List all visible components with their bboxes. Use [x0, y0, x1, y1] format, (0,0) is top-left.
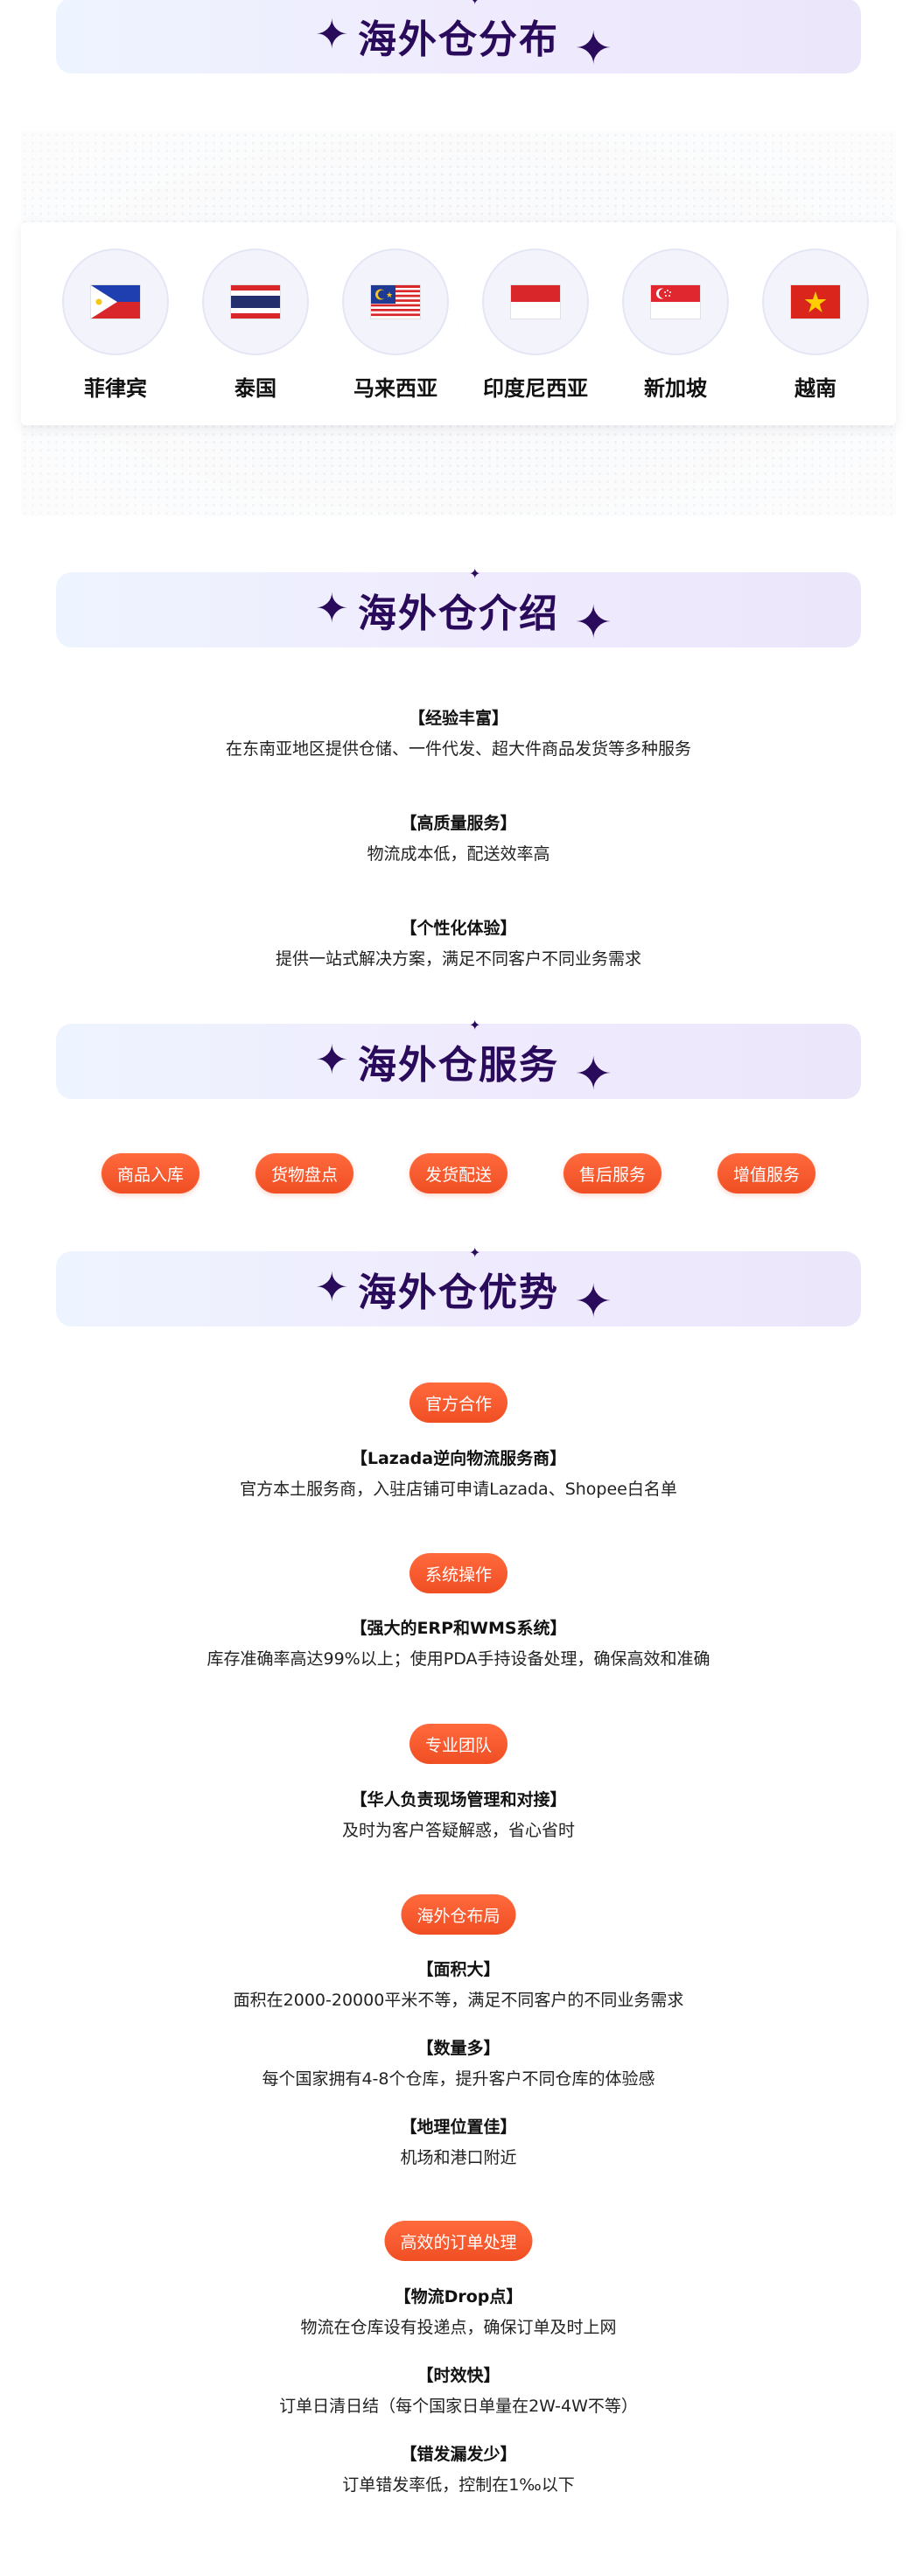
advantage-heading: 【强大的ERP和WMS系统】 [350, 1619, 567, 1638]
advantage-item: 【华人负责现场管理和对接】 及时为客户答疑解惑，省心省时 [0, 1787, 917, 1841]
country-name: 印度尼西亚 [483, 376, 588, 401]
section-title: 海外仓介绍 [358, 592, 559, 636]
distribution-banner: ✦ ✦ 海外仓分布 ✦ [56, 0, 861, 74]
intro-item: 【经验丰富】 在东南亚地区提供仓储、一件代发、超大件商品发货等多种服务 [0, 705, 917, 760]
advantage-heading: 【物流Drop点】 [394, 2287, 523, 2306]
sparkle-icon: ✦ [574, 23, 612, 75]
service-banner: ✦ ✦ 海外仓服务 ✦ [56, 1018, 861, 1101]
advantage-text: 及时为客户答疑解惑，省心省时 [341, 1821, 575, 1840]
sparkle-icon: ✦ [574, 597, 612, 649]
country-name: 新加坡 [644, 376, 707, 401]
sparkle-icon: ✦ [574, 1048, 612, 1101]
advantage-text: 库存准确率高达99%以上；使用PDA手持设备处理，确保高效和准确 [206, 1649, 710, 1669]
intro-text: 在东南亚地区提供仓储、一件代发、超大件商品发货等多种服务 [225, 739, 691, 759]
philippines-flag-icon [91, 285, 140, 318]
section-title: 海外仓分布 [358, 18, 559, 62]
sparkle-icon: ✦ [315, 1264, 349, 1311]
advantage-tag: 高效的订单处理 [384, 2221, 533, 2261]
intro-text: 提供一站式解决方案，满足不同客户不同业务需求 [275, 949, 641, 969]
country-name: 泰国 [234, 376, 276, 401]
advantage-item: 【错发漏发少】 订单错发率低，控制在1‰以下 [0, 2441, 917, 2496]
advantage-text: 官方本土服务商，入驻店铺可申请Lazada、Shopee白名单 [240, 1480, 677, 1499]
advantage-heading: 【地理位置佳】 [400, 2118, 517, 2137]
advantage-tag: 海外仓布局 [401, 1894, 516, 1935]
advantage-item: 【强大的ERP和WMS系统】 库存准确率高达99%以上；使用PDA手持设备处理，… [0, 1615, 917, 1670]
country-item[interactable]: ★ 马来西亚 [334, 248, 457, 402]
advantage-heading: 【时效快】 [416, 2366, 500, 2385]
intro-banner: ✦ ✦ 海外仓介绍 ✦ [56, 567, 861, 649]
sparkle-icon: ✦ [315, 584, 349, 632]
country-item[interactable]: 越南 [754, 248, 877, 402]
advantage-item: 【Lazada逆向物流服务商】 官方本土服务商，入驻店铺可申请Lazada、Sh… [0, 1446, 917, 1500]
intro-item: 【高质量服务】 物流成本低，配送效率高 [0, 810, 917, 864]
advantage-item: 【面积大】 面积在2000-20000平米不等，满足不同客户的不同业务需求 [0, 1956, 917, 2011]
thailand-flag-icon [231, 285, 280, 318]
indonesia-flag-icon [511, 285, 560, 318]
country-item[interactable]: 印度尼西亚 [474, 248, 597, 402]
intro-item: 【个性化体验】 提供一站式解决方案，满足不同客户不同业务需求 [0, 915, 917, 970]
intro-heading: 【个性化体验】 [400, 919, 517, 938]
advantage-item: 【时效快】 订单日清日结（每个国家日单量在2W-4W不等） [0, 2362, 917, 2417]
advantage-text: 订单日清日结（每个国家日单量在2W-4W不等） [279, 2397, 638, 2416]
sparkle-icon: ✦ [469, 565, 481, 582]
advantage-tag: 系统操作 [409, 1553, 508, 1593]
country-name: 马来西亚 [354, 376, 438, 401]
country-name: 菲律宾 [84, 376, 147, 401]
service-tag[interactable]: 售后服务 [564, 1153, 662, 1194]
advantage-heading: 【错发漏发少】 [400, 2445, 517, 2464]
intro-text: 物流成本低，配送效率高 [367, 844, 550, 864]
service-tag[interactable]: 货物盘点 [256, 1153, 354, 1194]
sparkle-icon: ✦ [469, 1017, 481, 1033]
malaysia-flag-icon: ★ [371, 285, 420, 318]
advantage-text: 每个国家拥有4-8个仓库，提升客户不同仓库的体验感 [262, 2069, 655, 2089]
intro-heading: 【高质量服务】 [400, 814, 517, 833]
sparkle-icon: ✦ [574, 1276, 612, 1328]
country-item[interactable]: 菲律宾 [54, 248, 177, 402]
advantage-text: 面积在2000-20000平米不等，满足不同客户的不同业务需求 [233, 1991, 684, 2010]
sparkle-icon: ✦ [469, 0, 480, 7]
sparkle-icon: ✦ [315, 1036, 349, 1083]
country-name: 越南 [794, 376, 836, 401]
advantage-tag: 官方合作 [409, 1382, 508, 1423]
advantage-text: 机场和港口附近 [400, 2148, 517, 2167]
singapore-flag-icon [651, 285, 700, 318]
advantage-heading: 【Lazada逆向物流服务商】 [350, 1449, 567, 1468]
country-list: 菲律宾 泰国 [21, 222, 896, 425]
sparkle-icon: ✦ [469, 1244, 481, 1261]
advantage-item: 【物流Drop点】 物流在仓库设有投递点，确保订单及时上网 [0, 2284, 917, 2338]
service-tag[interactable]: 发货配送 [410, 1153, 508, 1194]
advantage-item: 【数量多】 每个国家拥有4-8个仓库，提升客户不同仓库的体验感 [0, 2035, 917, 2090]
section-title: 海外仓服务 [358, 1043, 559, 1088]
advantage-item: 【地理位置佳】 机场和港口附近 [0, 2114, 917, 2168]
service-tag[interactable]: 增值服务 [718, 1153, 816, 1194]
vietnam-flag-icon [791, 285, 840, 318]
advantage-heading: 【面积大】 [416, 1960, 500, 1979]
svg-text:★: ★ [386, 291, 393, 300]
intro-heading: 【经验丰富】 [408, 709, 508, 728]
advantage-banner: ✦ ✦ 海外仓优势 ✦ [56, 1246, 861, 1328]
service-tag[interactable]: 商品入库 [102, 1153, 200, 1194]
country-item[interactable]: 新加坡 [614, 248, 737, 402]
advantage-heading: 【数量多】 [416, 2039, 500, 2058]
advantage-text: 物流在仓库设有投递点，确保订单及时上网 [300, 2318, 617, 2337]
advantage-text: 订单错发率低，控制在1‰以下 [342, 2475, 575, 2495]
advantage-tag: 专业团队 [409, 1724, 508, 1764]
country-item[interactable]: 泰国 [194, 248, 317, 402]
sparkle-icon: ✦ [315, 10, 349, 58]
section-title: 海外仓优势 [358, 1270, 559, 1315]
advantage-heading: 【华人负责现场管理和对接】 [350, 1790, 567, 1810]
